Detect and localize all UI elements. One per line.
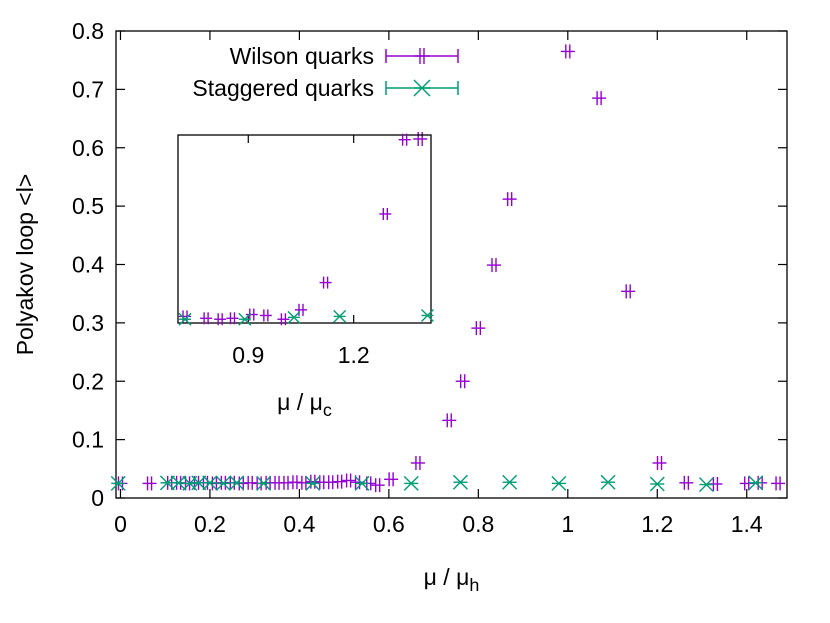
plot-frame <box>115 30 788 499</box>
series-cross <box>178 308 434 326</box>
data-point <box>202 475 218 491</box>
y-tick-label: 0.2 <box>72 368 104 394</box>
y-tick-label: 0.1 <box>72 427 104 453</box>
data-point <box>294 303 307 316</box>
data-point <box>277 313 290 326</box>
y-tick-label: 0.7 <box>72 76 104 102</box>
y-tick-label: 0 <box>91 485 104 511</box>
x-tick-label: 0.4 <box>283 511 315 537</box>
data-point <box>592 91 607 106</box>
data-point <box>410 455 425 470</box>
data-point <box>748 475 764 491</box>
data-point <box>305 475 321 491</box>
data-point <box>771 476 786 491</box>
data-point <box>229 475 245 491</box>
data-point <box>420 308 434 322</box>
series-plus <box>179 133 411 326</box>
data-point <box>332 474 347 489</box>
x-axis-label-main: μ / μ <box>277 389 323 415</box>
x-tick-label: 0.9 <box>232 342 264 368</box>
data-point <box>679 475 694 490</box>
data-point <box>452 474 468 490</box>
data-point <box>226 312 239 325</box>
x-axis-label-sub: h <box>469 575 479 595</box>
data-point <box>370 478 385 493</box>
data-point <box>179 310 192 323</box>
data-point <box>698 477 714 493</box>
y-tick-label: 0.5 <box>72 193 104 219</box>
x-tick-label: 0 <box>114 511 127 537</box>
legend-label: Wilson quarks <box>230 43 374 69</box>
data-point <box>502 474 518 490</box>
data-point <box>471 321 486 336</box>
data-point <box>379 207 392 220</box>
y-tick-label: 0.4 <box>72 252 104 278</box>
data-point <box>110 475 126 491</box>
data-point <box>442 413 457 428</box>
data-point <box>413 131 428 146</box>
data-point <box>560 44 575 59</box>
x-axis-label: μ / μc <box>277 389 332 420</box>
series-cross <box>110 474 764 493</box>
data-point <box>214 313 227 326</box>
data-point <box>649 476 665 492</box>
x-axis-label-sub: c <box>323 400 332 420</box>
data-point <box>256 475 272 491</box>
data-point <box>354 475 370 491</box>
series-plus <box>113 44 786 493</box>
data-point <box>621 284 636 299</box>
plot-frame <box>177 134 432 324</box>
data-point <box>384 472 399 487</box>
data-point <box>333 309 347 323</box>
data-point <box>142 476 157 491</box>
y-tick-label: 0.8 <box>72 18 104 44</box>
data-point <box>200 312 213 325</box>
data-point <box>403 475 419 491</box>
data-point <box>287 310 301 324</box>
data-point <box>215 475 231 491</box>
legend-marker <box>414 48 430 64</box>
data-point <box>486 258 501 273</box>
y-axis-label: Polyakov loop <l> <box>12 174 38 356</box>
x-tick-label: 0.8 <box>462 511 494 537</box>
legend-label: Staggered quarks <box>192 75 374 101</box>
x-tick-label: 1 <box>561 511 574 537</box>
main-plot: 0 0.2 0.4 0.6 0.8 1 1.2 1.4 0 0.1 0.2 0.3 0.4 0.5 0.6 0… <box>12 18 788 595</box>
data-point <box>600 474 616 490</box>
x-tick-label: 1.4 <box>731 511 763 537</box>
data-point <box>238 312 252 326</box>
data-point <box>341 473 356 488</box>
y-tick-label: 0.6 <box>72 135 104 161</box>
data-point <box>259 309 272 322</box>
data-point <box>178 312 192 326</box>
legend-marker <box>413 79 431 97</box>
data-point <box>502 192 517 207</box>
data-point <box>652 455 667 470</box>
data-point <box>319 276 332 289</box>
x-axis-label-main: μ / μ <box>424 564 470 590</box>
data-point <box>551 475 567 491</box>
x-tick-label: 1.2 <box>338 342 370 368</box>
y-tick-label: 0.3 <box>72 310 104 336</box>
x-tick-label: 0.6 <box>373 511 405 537</box>
x-tick-label: 1.2 <box>641 511 673 537</box>
data-point <box>398 133 411 146</box>
data-point <box>455 374 470 389</box>
x-tick-label: 0.2 <box>194 511 226 537</box>
x-axis-label: μ / μh <box>424 564 480 595</box>
